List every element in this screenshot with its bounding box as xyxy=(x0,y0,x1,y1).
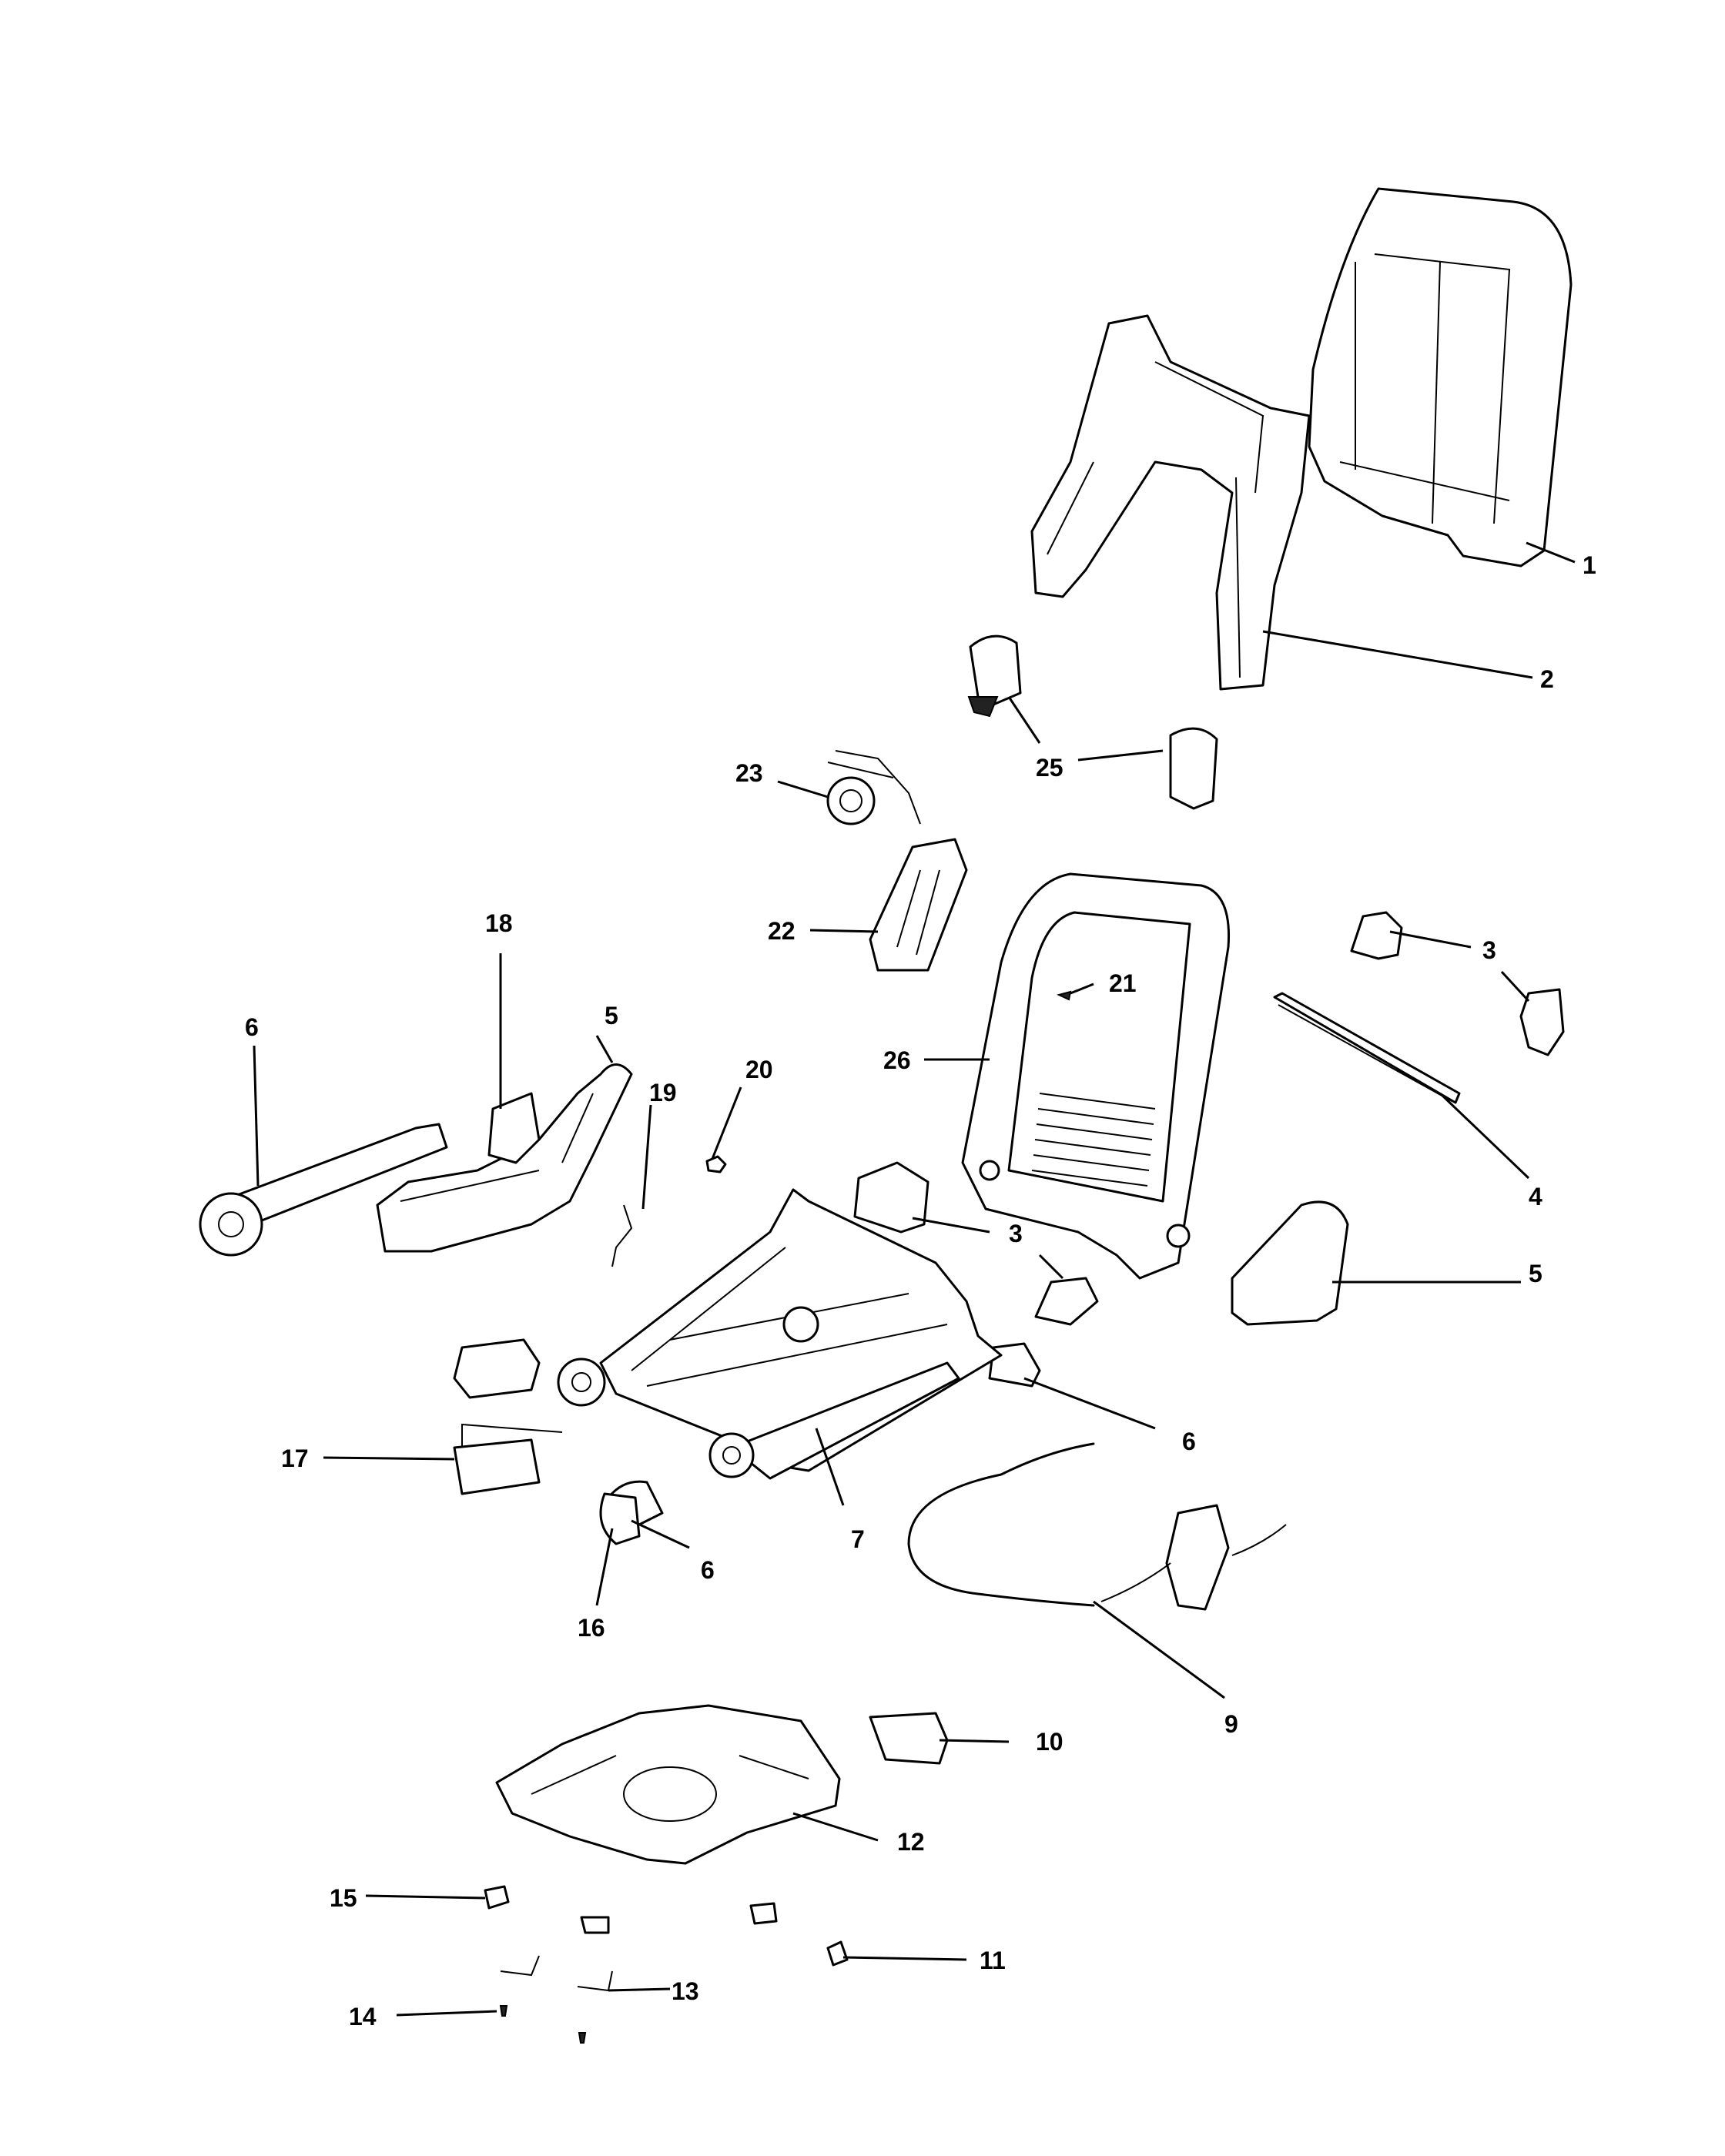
callout-25: 25 xyxy=(1036,754,1063,782)
callout-14: 14 xyxy=(349,2003,377,2030)
leader-lines xyxy=(253,541,1576,2017)
callout-19: 19 xyxy=(649,1079,677,1106)
callout-22: 22 xyxy=(768,917,796,945)
callout-12: 12 xyxy=(897,1828,925,1856)
callout-6b: 6 xyxy=(1182,1428,1196,1455)
part-22-side-panel xyxy=(869,838,968,972)
callout-26: 26 xyxy=(883,1046,911,1074)
callout-1: 1 xyxy=(1583,551,1596,579)
part-26-seatback-frame xyxy=(961,872,1231,1280)
part-16-bellow xyxy=(599,1492,641,1545)
callout-6c: 6 xyxy=(701,1556,715,1584)
part-14-screws xyxy=(499,2005,587,2044)
part-10-bracket xyxy=(869,1712,949,1765)
callout-6a: 6 xyxy=(245,1013,259,1041)
callout-18: 18 xyxy=(485,909,513,937)
part-11-clip xyxy=(826,1940,849,1967)
callout-17: 17 xyxy=(281,1445,309,1472)
part-9-cable xyxy=(907,1442,1287,1611)
part-20-nut xyxy=(705,1155,727,1173)
callout-4: 4 xyxy=(1529,1183,1542,1210)
part-3-brackets xyxy=(853,911,1565,1326)
part-2-seatback-trim xyxy=(1030,314,1311,691)
callout-2: 2 xyxy=(1540,665,1554,693)
part-15-clip xyxy=(484,1885,510,1910)
callout-5a: 5 xyxy=(605,1002,618,1029)
callout-20: 20 xyxy=(745,1056,773,1083)
part-13-clips xyxy=(500,1902,778,1992)
part-4-cross-rod xyxy=(1273,992,1461,1104)
part-18-pad xyxy=(487,1092,541,1164)
callout-13: 13 xyxy=(672,1977,699,2005)
callout-15: 15 xyxy=(330,1884,357,1912)
callout-11: 11 xyxy=(980,1947,1006,1974)
callout-23: 23 xyxy=(735,759,763,787)
part-17-module xyxy=(453,1338,563,1495)
callout-3a: 3 xyxy=(1482,936,1496,964)
callout-21: 21 xyxy=(1109,969,1137,997)
part-12-seat-pan xyxy=(495,1704,841,1865)
part-25-guides xyxy=(967,634,1218,810)
callout-3b: 3 xyxy=(1009,1220,1023,1247)
part-23-motor xyxy=(826,750,921,825)
part-19-wire xyxy=(611,1204,633,1267)
part-6-covers xyxy=(199,1123,1041,1530)
callout-10: 10 xyxy=(1036,1728,1063,1756)
callout-5b: 5 xyxy=(1529,1260,1542,1287)
callout-labels: 1 2 3 3 4 5 5 6 6 6 7 9 10 11 12 13 14 1… xyxy=(245,551,1596,2030)
part-7-seat-track xyxy=(557,1188,1003,1480)
callout-7: 7 xyxy=(851,1525,865,1553)
part-21-clip xyxy=(1057,990,1072,1001)
callout-9: 9 xyxy=(1224,1710,1238,1738)
part-1-seatback-panel xyxy=(1308,187,1573,567)
frame-grid xyxy=(1031,1093,1156,1187)
callout-16: 16 xyxy=(578,1614,605,1642)
